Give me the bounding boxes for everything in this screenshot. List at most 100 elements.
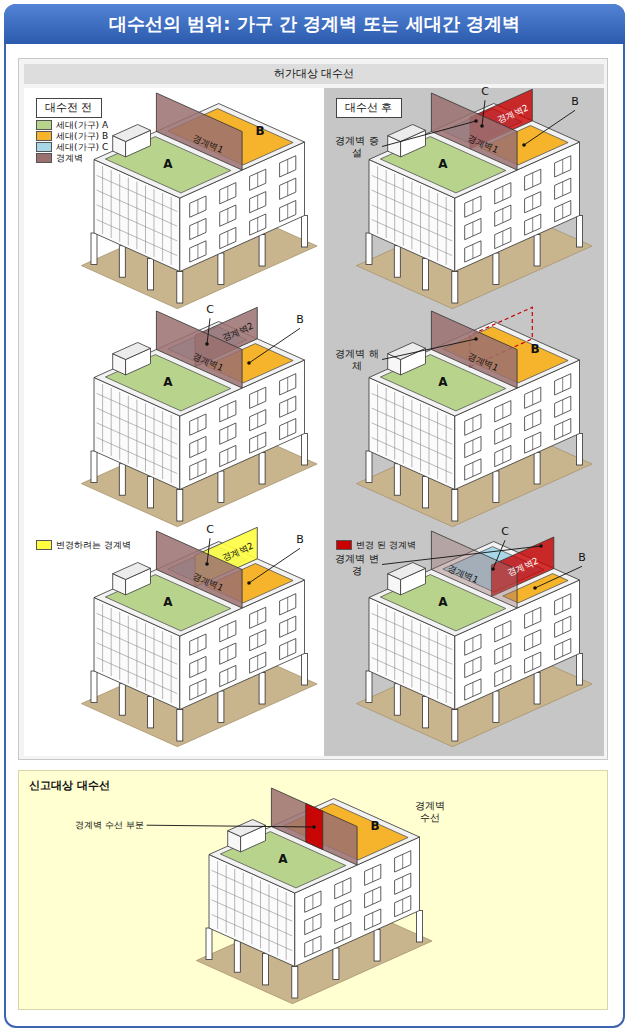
legend-swatch (336, 540, 352, 550)
state-box: 대수선 후 (336, 98, 402, 118)
window (280, 156, 296, 177)
legend-text: 세대(가구) C (56, 142, 108, 152)
window-mullion (532, 633, 533, 647)
pillar (259, 235, 265, 267)
window (555, 156, 571, 177)
pillar (394, 464, 400, 496)
facade-grid (372, 408, 453, 444)
leader-dot (312, 825, 316, 829)
leader-dot (247, 581, 251, 585)
facade-grid (212, 885, 293, 921)
window (555, 639, 571, 660)
window-mullion (532, 218, 533, 232)
pillar (119, 684, 125, 716)
facade-grid (386, 608, 387, 676)
window (250, 192, 266, 213)
pillar (493, 471, 499, 503)
facade-grid (154, 407, 155, 475)
window (525, 652, 541, 673)
facade-grid (386, 388, 387, 456)
window (250, 652, 266, 673)
facade-grid (437, 411, 438, 479)
facade-grid (394, 612, 395, 680)
window (220, 665, 236, 686)
facade-grid (171, 197, 172, 265)
pillar (263, 953, 269, 985)
pillar (366, 451, 372, 483)
window (190, 196, 206, 217)
window-mullion (227, 231, 228, 245)
window (555, 396, 571, 417)
window-mullion (502, 231, 503, 245)
leader-line (207, 318, 210, 344)
window (555, 201, 571, 222)
facade-grid (372, 205, 453, 241)
window-mullion (472, 660, 473, 674)
window-mullion (472, 440, 473, 454)
facade-grid (145, 185, 146, 253)
window (495, 643, 511, 664)
window-mullion (502, 209, 503, 223)
window-mullion (312, 940, 313, 954)
window-mullion (257, 611, 258, 625)
window-mullion (472, 638, 473, 652)
callout-text: 경계벽 수선 부분 (75, 820, 144, 830)
window-mullion (472, 418, 473, 432)
legend-item: 변경하려는 경계벽 (36, 540, 131, 550)
window-mullion (342, 926, 343, 940)
title-bar: 대수선의 범위: 가구 간 경계벽 또는 세대간 경계벽 (4, 4, 625, 44)
window-mullion (372, 913, 373, 927)
leader-dot (480, 124, 484, 128)
legend-item: 경계벽 (36, 153, 83, 163)
facade-grid (162, 411, 163, 479)
window-mullion (227, 669, 228, 683)
pillar (177, 710, 183, 742)
facade-grid (119, 612, 120, 680)
legend-text: 경계벽 (56, 153, 83, 163)
unit-label: A (163, 596, 172, 610)
window-mullion (287, 597, 288, 611)
pillar (91, 451, 97, 483)
legend-item: 변경 된 경계벽 (336, 540, 416, 550)
facade-grid (260, 880, 261, 948)
pillar (493, 253, 499, 285)
legend-swatch (36, 120, 52, 130)
callout-text: 경계벽 해체 (335, 348, 379, 371)
window (220, 423, 236, 444)
window-mullion (257, 436, 258, 450)
facade-grid (102, 604, 103, 672)
window (555, 616, 571, 637)
window-mullion (197, 660, 198, 674)
window (495, 183, 511, 204)
facade-grid (420, 185, 421, 253)
window-mullion (197, 638, 198, 652)
pillar (218, 253, 224, 285)
window-mullion (287, 620, 288, 634)
window-mullion (227, 404, 228, 418)
window-mullion (532, 611, 533, 625)
window-mullion (257, 173, 258, 187)
facade-grid (119, 174, 120, 242)
window-mullion (502, 449, 503, 463)
unit-label: C (206, 304, 214, 317)
stair-box (388, 125, 426, 142)
leader-dot (522, 143, 526, 147)
window (495, 665, 511, 686)
leader-dot (474, 119, 478, 123)
unit-label: B (296, 314, 304, 327)
window (280, 419, 296, 440)
window (495, 423, 511, 444)
window (220, 445, 236, 466)
window (525, 410, 541, 431)
window-mullion (227, 647, 228, 661)
window-mullion (472, 463, 473, 477)
facade-grid (97, 643, 178, 679)
window-mullion (197, 440, 198, 454)
pillar (452, 710, 458, 742)
window (495, 621, 511, 642)
facade-grid (377, 166, 378, 234)
leader-line (482, 100, 485, 126)
facade-grid (97, 628, 178, 664)
window (220, 621, 236, 642)
